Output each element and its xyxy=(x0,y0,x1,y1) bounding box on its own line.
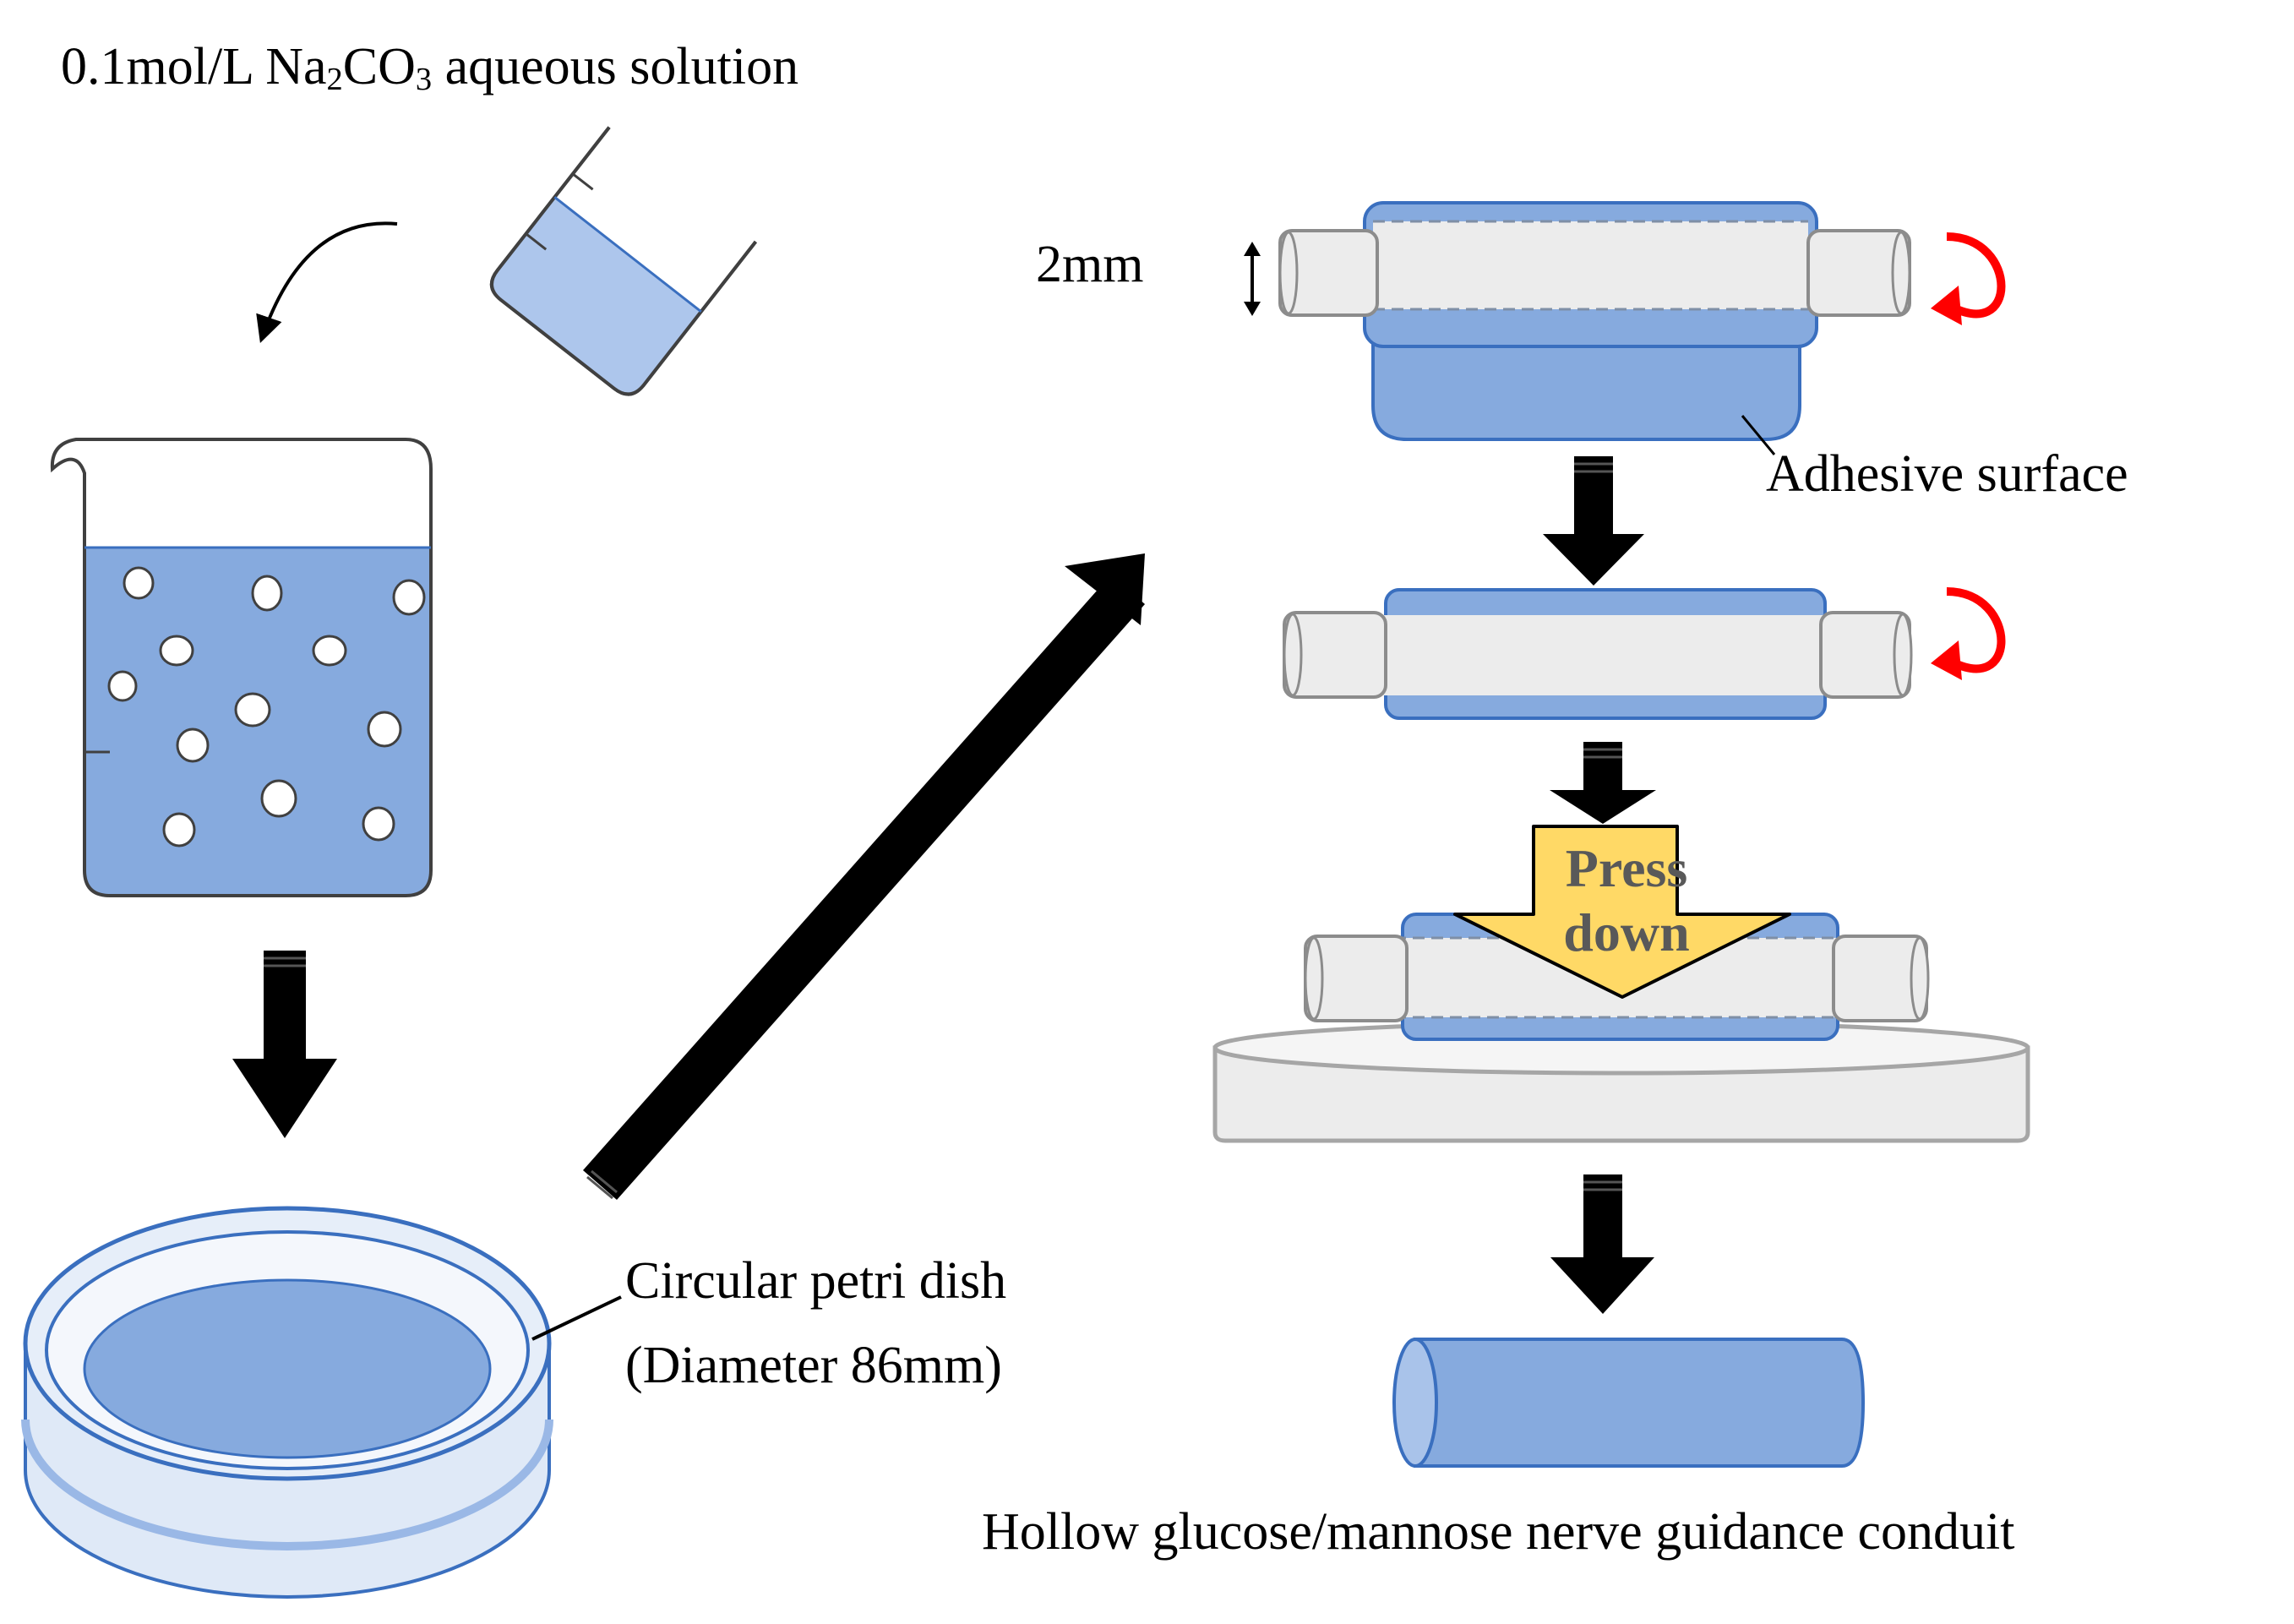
solution-label-prefix: 0.1mol/L Na xyxy=(61,38,327,95)
solution-label-sub1: 2 xyxy=(326,61,343,97)
petri-label-line2: (Diameter 86mm) xyxy=(625,1337,1002,1394)
press-label-line2: down xyxy=(1563,902,1690,962)
petri-dish xyxy=(21,1206,553,1599)
bubbles xyxy=(107,566,426,847)
rotation-arrow-2 xyxy=(1931,587,2006,680)
petri-leader-line xyxy=(531,1295,622,1341)
adhesive-label: Adhesive surface xyxy=(1766,445,2128,503)
press-label-line1: Press xyxy=(1565,838,1688,898)
petri-label-line1: Circular petri dish xyxy=(625,1252,1007,1310)
final-conduit xyxy=(1392,1338,1866,1468)
conduit-label: Hollow glucose/mannose nerve guidance co… xyxy=(982,1503,2015,1561)
diagonal-arrow xyxy=(583,553,1145,1200)
solution-label-mid: CO xyxy=(342,38,416,95)
rod-stage-2 xyxy=(1283,588,1913,720)
thickness-double-arrow xyxy=(1244,242,1261,316)
thickness-label: 2mm xyxy=(1036,236,1144,293)
pouring-beaker xyxy=(490,126,757,396)
down-arrow-4 xyxy=(1550,1174,1654,1314)
pour-arrow xyxy=(256,221,398,344)
down-arrow-3 xyxy=(1550,742,1656,824)
solution-label: 0.1mol/L Na2CO3 aqueous solution xyxy=(61,41,798,95)
down-arrow-2 xyxy=(1543,456,1644,586)
rod-stage-1 xyxy=(1278,201,1911,441)
solution-label-sub2: 3 xyxy=(415,61,433,97)
solution-label-suffix: aqueous solution xyxy=(432,38,799,95)
down-arrow-1 xyxy=(232,951,337,1138)
press-down-arrow xyxy=(1453,825,1791,999)
rotation-arrow-1 xyxy=(1931,232,2006,325)
adhesive-leader-line xyxy=(1741,415,1776,455)
